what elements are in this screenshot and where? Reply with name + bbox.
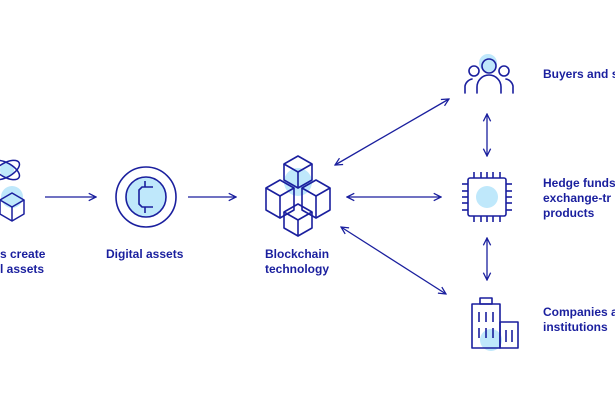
label-hedge-funds: Hedge funds exchange-tr products <box>543 176 615 220</box>
stacked-cubes-icon <box>265 155 331 237</box>
label-blockchain: Blockchain technology <box>265 247 330 276</box>
label-buyers: Buyers and s <box>543 67 615 81</box>
microchip-icon <box>462 172 512 222</box>
label-companies: Companies a institutions <box>543 305 615 334</box>
people-group-icon <box>464 54 514 94</box>
label-digital-assets: Digital assets <box>106 247 184 261</box>
label-creators: s create l assets <box>0 247 46 276</box>
arrow-blockchain-buyers <box>335 99 449 165</box>
atom-cube-icon <box>0 159 25 222</box>
arrow-blockchain-companies <box>341 227 446 294</box>
office-building-icon <box>471 297 519 351</box>
currency-coin-icon <box>115 166 177 228</box>
